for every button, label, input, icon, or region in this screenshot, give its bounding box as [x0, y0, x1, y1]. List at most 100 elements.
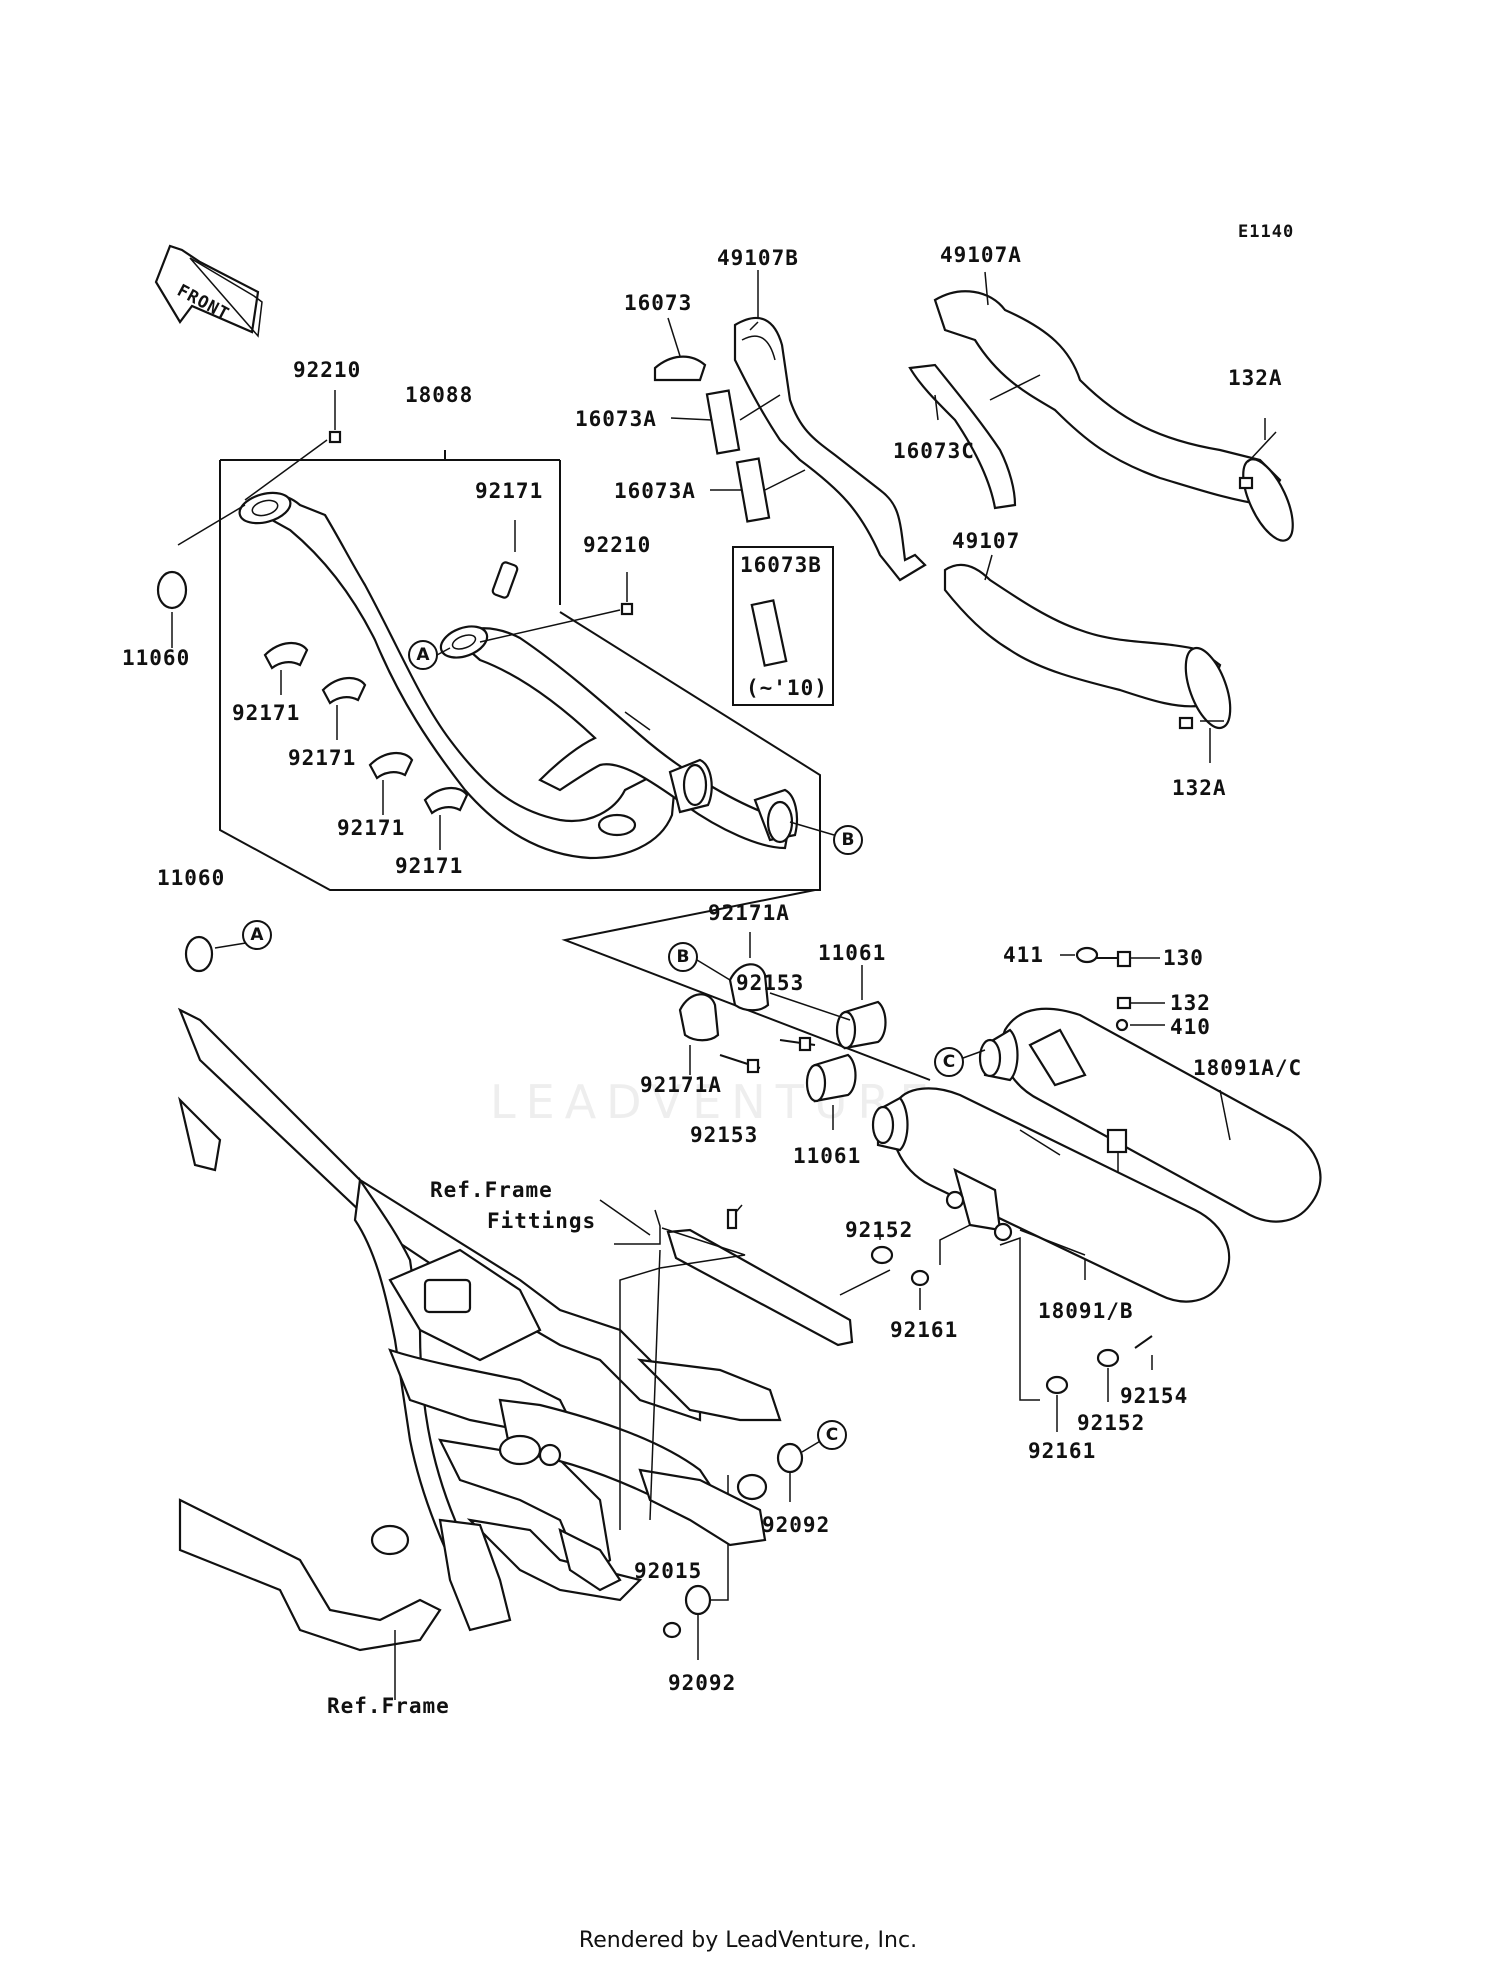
clamp-92171-2 — [263, 642, 309, 695]
label-11060-upper: 11060 — [122, 646, 190, 670]
nut-92015 — [662, 1621, 682, 1639]
bolt-132a-upper — [1238, 431, 1277, 490]
group-bracket-18088 — [219, 460, 821, 891]
gasket-11060-lower — [184, 935, 214, 973]
label-49107b: 49107B — [717, 246, 799, 270]
label-92092-upper: 92092 — [762, 1513, 830, 1537]
label-ref-frame: Ref.Frame — [327, 1694, 450, 1718]
label-132a-lower: 132A — [1172, 776, 1227, 800]
label-92015: 92015 — [634, 1559, 702, 1583]
bolt-132a-lower — [1178, 716, 1224, 730]
muffler-18091b — [871, 1087, 1231, 1303]
svg-text:C: C — [943, 1052, 955, 1072]
label-11061-upper: 11061 — [818, 941, 886, 965]
label-92171-4: 92171 — [337, 816, 405, 840]
svg-text:A: A — [250, 925, 264, 945]
nut-92161-lower — [1045, 1375, 1069, 1432]
label-92171-3: 92171 — [288, 746, 356, 770]
label-16073c: 16073C — [893, 439, 975, 463]
bolt-132 — [1116, 996, 1165, 1010]
bolt-130 — [1088, 950, 1160, 968]
connector-11061-lower — [805, 1053, 857, 1130]
label-410: 410 — [1170, 1015, 1211, 1039]
label-130: 130 — [1163, 946, 1204, 970]
nut-92092-lower — [684, 1584, 712, 1660]
label-132a-upper: 132A — [1228, 366, 1283, 390]
clamp-92171-5 — [423, 787, 469, 850]
label-92153-lower: 92153 — [690, 1123, 758, 1147]
label-92171-2: 92171 — [232, 701, 300, 725]
washer-92152-upper — [870, 1222, 894, 1265]
clamp-92171-4 — [368, 752, 414, 815]
gasket-11060-upper — [156, 570, 188, 610]
front-arrow-icon: FRONT — [154, 244, 263, 338]
inset-box-16073b — [732, 546, 834, 706]
callout-b-upper: B — [789, 821, 863, 855]
label-11060-lower: 11060 — [157, 866, 225, 890]
nut-92092-upper — [776, 1439, 823, 1502]
svg-text:A: A — [416, 645, 430, 665]
label-92092-lower: 92092 — [668, 1671, 736, 1695]
label-132: 132 — [1170, 991, 1211, 1015]
label-49107: 49107 — [952, 529, 1020, 553]
label-92152-lower: 92152 — [1077, 1411, 1145, 1435]
callout-a-upper: A — [408, 640, 451, 670]
heat-cover-pad-16073 — [653, 355, 707, 382]
label-92171-5: 92171 — [395, 854, 463, 878]
washer-411 — [1060, 946, 1099, 964]
bolt-92154 — [1134, 1335, 1153, 1370]
clamp-92171-1 — [491, 520, 519, 599]
washer-92152-lower — [1096, 1348, 1120, 1402]
label-49107a: 49107A — [940, 243, 1022, 267]
heat-cover-49107b — [733, 316, 927, 582]
label-ref-frame-fittings-1: Ref.Frame — [430, 1178, 553, 1202]
callout-a-lower: A — [242, 920, 272, 950]
clamp-92171a-upper — [728, 932, 770, 1012]
heat-cover-pad-16073a-lower — [735, 457, 771, 523]
label-92154: 92154 — [1120, 1384, 1188, 1408]
clamp-92171-3 — [321, 677, 367, 740]
bolt-92153-lower — [719, 1054, 761, 1074]
label-16073a-lower: 16073A — [614, 479, 696, 503]
label-11061-lower: 11061 — [793, 1144, 861, 1168]
label-18091b: 18091/B — [1038, 1299, 1134, 1323]
callout-c-upper: C — [934, 1047, 986, 1077]
label-18088: 18088 — [405, 383, 473, 407]
footer-credit: Rendered by LeadVenture, Inc. — [579, 1928, 917, 1953]
label-18091ac: 18091A/C — [1193, 1056, 1302, 1080]
diagram-code: E1140 — [1238, 222, 1294, 242]
washer-92161-upper — [910, 1269, 930, 1310]
label-92171-1: 92171 — [475, 479, 543, 503]
heat-cover-pad-16073c — [908, 363, 1017, 510]
washer-410 — [1115, 1018, 1165, 1032]
heat-cover-pad-16073b — [750, 599, 788, 667]
heat-cover-pad-16073a-upper — [705, 389, 741, 455]
label-16073b-note: (~'10) — [746, 676, 828, 700]
label-16073: 16073 — [624, 291, 692, 315]
svg-text:B: B — [677, 947, 690, 967]
label-92171a-upper: 92171A — [708, 901, 790, 925]
clamp-92171a-lower — [678, 993, 720, 1075]
nut-92210-upper — [244, 390, 342, 501]
label-92161-upper: 92161 — [890, 1318, 958, 1342]
frame-fitting-bracket — [666, 1204, 854, 1347]
label-411: 411 — [1003, 943, 1044, 967]
svg-text:B: B — [842, 830, 855, 850]
connector-11061-upper — [835, 965, 887, 1050]
label-16073b: 16073B — [740, 553, 822, 577]
label-92210-upper: 92210 — [293, 358, 361, 382]
label-92153-upper: 92153 — [736, 971, 804, 995]
bolt-92153-upper — [779, 1036, 816, 1052]
nut-92210-lower — [479, 572, 634, 643]
callout-c-lower: C — [817, 1420, 847, 1450]
label-92210-lower: 92210 — [583, 533, 651, 557]
callout-b-lower: B — [668, 942, 731, 981]
muffler-18091ac — [978, 1007, 1322, 1234]
label-92161-lower: 92161 — [1028, 1439, 1096, 1463]
label-ref-frame-fittings-2: Fittings — [487, 1209, 596, 1233]
heat-cover-49107a — [933, 290, 1294, 542]
heat-cover-49107 — [943, 563, 1232, 730]
svg-text:C: C — [826, 1425, 838, 1445]
label-92171a-lower: 92171A — [640, 1073, 722, 1097]
